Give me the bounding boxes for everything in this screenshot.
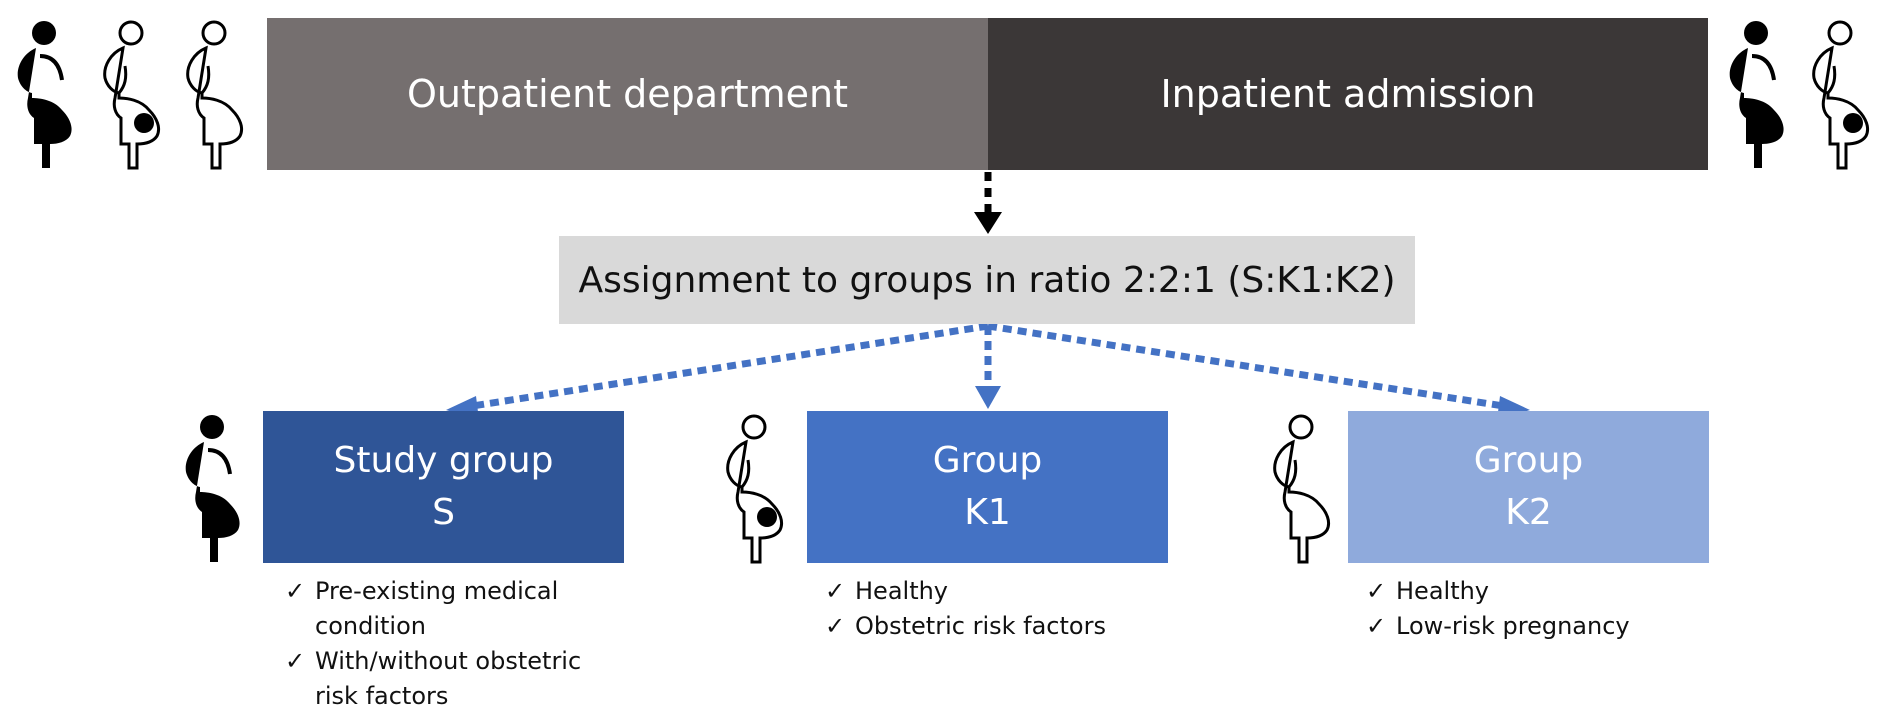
- group-k1-title: Group: [932, 440, 1043, 481]
- check-icon: ✓: [285, 647, 306, 675]
- criteria-item: ✓With/without obstetric risk factors: [283, 644, 603, 714]
- group-k2-box: Group K2: [1348, 411, 1709, 563]
- group-k2-criteria: ✓Healthy ✓Low-risk pregnancy: [1364, 574, 1704, 644]
- arrow-to-group-k2: [987, 322, 1511, 411]
- group-k1-criteria: ✓Healthy ✓Obstetric risk factors: [823, 574, 1163, 644]
- check-icon: ✓: [285, 577, 306, 605]
- group-k2-code: K2: [1505, 492, 1552, 533]
- pregnant-woman-outline-icon: [1273, 414, 1331, 564]
- arrow-head-black: [974, 212, 1002, 234]
- group-k2-title: Group: [1473, 440, 1584, 481]
- group-s-title: Study group: [333, 440, 554, 481]
- group-s-code: S: [432, 492, 455, 533]
- pregnant-woman-outline-with-dot-icon: [1812, 20, 1870, 170]
- assignment-box: Assignment to groups in ratio 2:2:1 (S:K…: [559, 236, 1415, 324]
- inpatient-label: Inpatient admission: [1160, 72, 1536, 116]
- criteria-item: ✓Low-risk pregnancy: [1364, 609, 1704, 644]
- outpatient-department-band: Outpatient department: [267, 18, 988, 170]
- group-k1-box: Group K1: [807, 411, 1168, 563]
- arrow-head-blue: [975, 386, 1001, 409]
- criteria-item: ✓Obstetric risk factors: [823, 609, 1163, 644]
- inpatient-admission-band: Inpatient admission: [988, 18, 1708, 170]
- check-icon: ✓: [1366, 612, 1387, 640]
- group-s-criteria: ✓Pre-existing medical condition ✓With/wi…: [283, 574, 603, 714]
- group-k1-code: K1: [964, 492, 1011, 533]
- criteria-item: ✓Pre-existing medical condition: [283, 574, 603, 644]
- pregnant-woman-filled-icon: [183, 414, 242, 564]
- arrow-to-group-s: [465, 322, 989, 411]
- check-icon: ✓: [1366, 577, 1387, 605]
- pregnant-woman-outline-with-dot-icon: [103, 20, 161, 170]
- criteria-item: ✓Healthy: [823, 574, 1163, 609]
- assignment-label: Assignment to groups in ratio 2:2:1 (S:K…: [578, 259, 1396, 301]
- pregnant-woman-filled-icon: [15, 20, 74, 170]
- check-icon: ✓: [825, 612, 846, 640]
- check-icon: ✓: [825, 577, 846, 605]
- pregnant-woman-outline-icon: [186, 20, 244, 170]
- criteria-item: ✓Healthy: [1364, 574, 1704, 609]
- group-s-box: Study group S: [263, 411, 624, 563]
- pregnant-woman-filled-icon: [1727, 20, 1786, 170]
- outpatient-label: Outpatient department: [406, 72, 848, 116]
- pregnant-woman-outline-with-dot-icon: [726, 414, 784, 564]
